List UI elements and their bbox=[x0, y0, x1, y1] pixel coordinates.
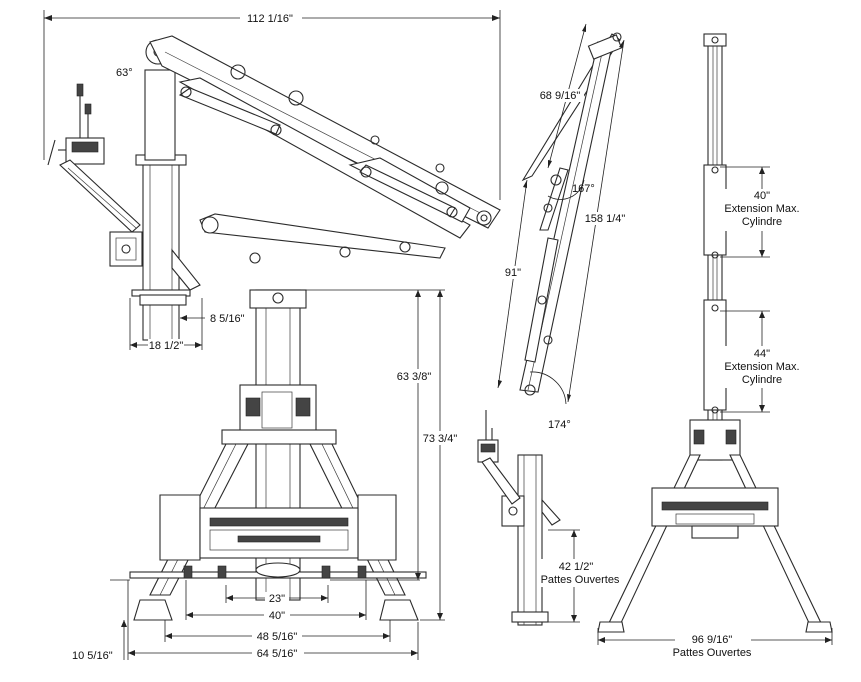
dim-base-width: 18 1/2" bbox=[149, 340, 184, 352]
dim-cyl2-label-1: Extension Max. bbox=[724, 361, 799, 373]
dim-legs-open-height: 42 1/2" bbox=[559, 561, 594, 573]
side-view-extended: 68 9/16" 167° 158 1/4" 91" 174° 42 1/2" … bbox=[477, 23, 632, 626]
dim-height-mid: 63 3/8" bbox=[397, 371, 432, 383]
dim-legs-open-width-label: Pattes Ouvertes bbox=[673, 647, 752, 659]
dim-boom-upper: 68 9/16" bbox=[540, 90, 581, 102]
dim-cyl2-length: 44" bbox=[754, 348, 770, 360]
dim-boom-total: 158 1/4" bbox=[585, 213, 626, 225]
dim-cyl1-label-1: Extension Max. bbox=[724, 203, 799, 215]
dim-front-40: 40" bbox=[269, 610, 285, 622]
front-view: 63 3/8" 73 3/4" 23" 40" 48 5/16" bbox=[72, 289, 460, 662]
dim-angle-174: 174° bbox=[548, 419, 571, 431]
dim-cyl1-length: 40" bbox=[754, 190, 770, 202]
dim-boom-91: 91" bbox=[505, 267, 521, 279]
dim-overall-reach: 112 1/16" bbox=[247, 13, 293, 25]
dim-front-10: 10 5/16" bbox=[72, 650, 113, 662]
side-view-folded: 112 1/16" 63° bbox=[43, 10, 501, 352]
dim-height-total: 73 3/4" bbox=[423, 433, 458, 445]
dim-cyl1-label-2: Cylindre bbox=[742, 216, 782, 228]
dim-angle-63: 63° bbox=[116, 67, 133, 79]
dim-legs-open-height-label: Pattes Ouvertes bbox=[541, 574, 620, 586]
dim-base-offset: 8 5/16" bbox=[210, 313, 245, 325]
dim-cyl2-label-2: Cylindre bbox=[742, 374, 782, 386]
dim-front-48: 48 5/16" bbox=[257, 631, 298, 643]
dim-legs-open-width: 96 9/16" bbox=[692, 634, 733, 646]
dim-angle-167: 167° bbox=[572, 183, 595, 195]
dim-front-64: 64 5/16" bbox=[257, 648, 298, 660]
front-view-extended: 40" Extension Max. Cylindre 44" Extensio… bbox=[597, 33, 833, 659]
dim-front-23: 23" bbox=[269, 593, 285, 605]
